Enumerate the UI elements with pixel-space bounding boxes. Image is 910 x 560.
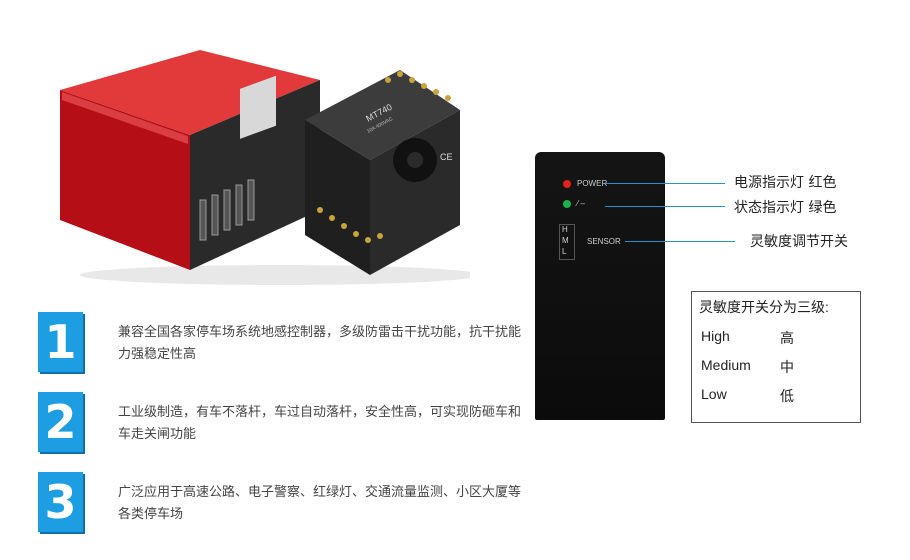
callout-sensitivity: 灵敏度调节开关 [750,234,848,250]
callout-line [625,241,735,242]
feature-number: 1 [38,312,83,372]
feature-text: 广泛应用于高速公路、电子警察、红绿灯、交通流量监测、小区大厦等各类停车场 [118,485,522,522]
power-label: POWER [577,179,608,188]
sensitivity-title: 灵敏度开关分为三级: [699,299,829,315]
connector-pins [199,179,255,241]
level-high-cn: 高 [780,330,794,346]
callout-line [605,206,725,207]
level-high-en: High [701,328,730,344]
power-led-icon [563,180,571,188]
ce-mark: CE [440,152,453,162]
status-label: ⁄ – [577,199,586,208]
level-low-en: Low [701,386,727,402]
status-led-icon [563,200,571,208]
feature-text: 工业级制造，有车不落杆，车过自动落杆，安全性高，可实现防砸车和车走关闸功能 [118,405,522,442]
level-low-cn: 低 [780,388,794,404]
feature-number: 2 [38,392,83,452]
callout-status: 状态指示灯 绿色 [734,200,837,216]
device-front-panel: POWER ⁄ – H M L SENSOR [535,152,665,420]
product-photo: MT740 10A 400VAC CE [60,50,470,285]
red-controller-housing [60,50,320,270]
sensitivity-switch[interactable]: H M L [559,224,575,260]
level-medium-en: Medium [701,357,751,373]
callout-line [605,183,725,184]
sensitivity-info-box: 灵敏度开关分为三级: High 高 Medium 中 Low 低 [691,291,861,423]
feature-1: 1 兼容全国各家停车场系统地感控制器，多级防雷击干扰功能，抗干扰能力强稳定性高 [38,312,521,376]
feature-number: 3 [38,472,83,532]
feature-3: 3 广泛应用于高速公路、电子警察、红绿灯、交通流量监测、小区大厦等各类停车场 [38,472,521,536]
callout-power: 电源指示灯 红色 [734,175,837,191]
feature-text: 兼容全国各家停车场系统地感控制器，多级防雷击干扰功能，抗干扰能力强稳定性高 [118,325,522,362]
level-medium-cn: 中 [780,359,794,375]
relay-socket-module: MT740 10A 400VAC CE [305,70,460,275]
feature-2: 2 工业级制造，有车不落杆，车过自动落杆，安全性高，可实现防砸车和车走关闸功能 [38,392,521,456]
sensor-label: SENSOR [587,237,621,246]
